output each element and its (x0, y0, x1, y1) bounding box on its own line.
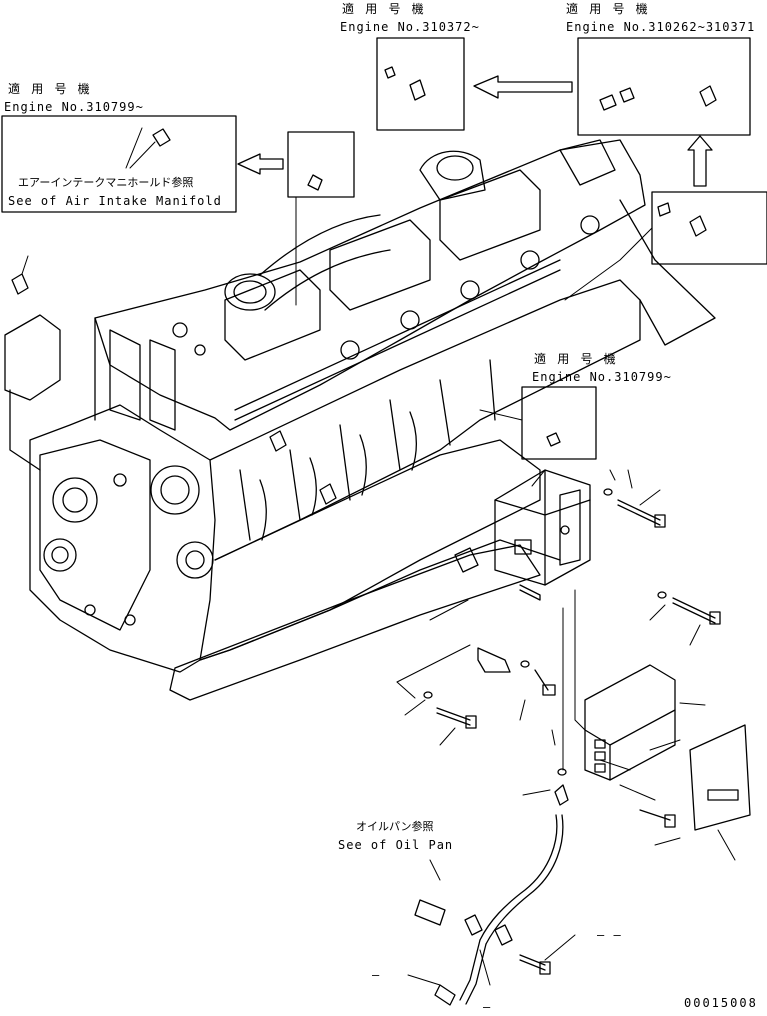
callout-left-engine: Engine No.310799~ (4, 100, 144, 114)
controller-bracket (494, 469, 591, 601)
leader-lines (21, 127, 736, 986)
drawing-number: 00015008 (684, 996, 758, 1010)
dash-mark-1: – – (597, 928, 622, 942)
ref-air-intake-jp: エアーインテークマニホールド参照 (18, 176, 194, 189)
direction-arrows (237, 75, 713, 187)
manual-sheet (689, 724, 751, 831)
controller-box (584, 664, 676, 781)
mount-bracket-sensor (477, 647, 511, 673)
callout-top-right-engine: Engine No.310262~310371 (566, 20, 756, 34)
callout-mid-right-jp: 適 用 号 機 (534, 352, 618, 366)
callout-top-right-jp: 適 用 号 機 (566, 2, 650, 16)
fasteners (423, 488, 721, 828)
engine-block (4, 139, 716, 701)
item-leaders (404, 469, 706, 846)
ref-air-intake-en: See of Air Intake Manifold (8, 194, 222, 208)
dash-mark-3: – (483, 1000, 492, 1014)
dash-mark-2: – (372, 968, 381, 982)
ref-oil-pan-jp: オイルパン参照 (356, 820, 434, 833)
callout-top-mid-jp: 適 用 号 機 (342, 2, 426, 16)
callout-top-mid-engine: Engine No.310372~ (340, 20, 480, 34)
callout-mid-right-engine: Engine No.310799~ (532, 370, 672, 384)
callout-left-jp: 適 用 号 機 (8, 82, 92, 96)
oil-pipe-assembly (414, 768, 569, 1006)
ref-oil-pan-en: See of Oil Pan (338, 838, 454, 852)
sensor-parts (11, 66, 717, 505)
